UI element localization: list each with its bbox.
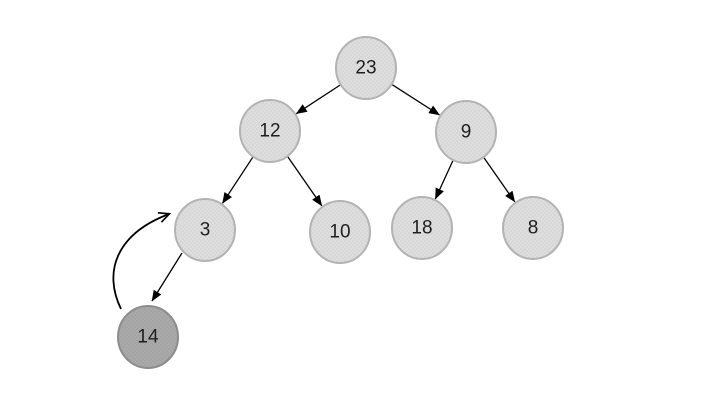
tree-edges-layer	[221, 84, 516, 207]
node-circle	[391, 196, 453, 260]
swap-arrow-up	[112, 214, 169, 310]
node-circle	[309, 200, 371, 264]
edge-n12-n10	[287, 156, 323, 207]
node-circle	[174, 198, 236, 262]
node-circle	[435, 100, 497, 164]
tree-nodes-layer: 23 12 9 3 10 18 8 14	[117, 36, 564, 369]
node-circle	[335, 36, 397, 100]
tree-node-3: 3	[174, 198, 236, 262]
tree-node-10: 10	[309, 200, 371, 264]
tree-node-12: 12	[239, 99, 301, 163]
tree-node-9: 9	[435, 100, 497, 164]
swap-arrows-layer	[112, 214, 183, 310]
tree-node-18: 18	[391, 196, 453, 260]
edge-n12-n3	[221, 156, 254, 204]
edge-n23-n12	[295, 84, 341, 115]
edge-n9-n18	[434, 160, 454, 200]
swap-arrow-down	[151, 252, 183, 302]
tree-node-14: 14	[117, 305, 179, 369]
edge-n23-n9	[391, 84, 440, 116]
tree-node-8: 8	[502, 196, 564, 260]
node-circle	[502, 196, 564, 260]
node-circle	[239, 99, 301, 163]
tree-node-23: 23	[335, 36, 397, 100]
edge-n9-n8	[483, 157, 516, 203]
node-circle-highlighted	[117, 305, 179, 369]
